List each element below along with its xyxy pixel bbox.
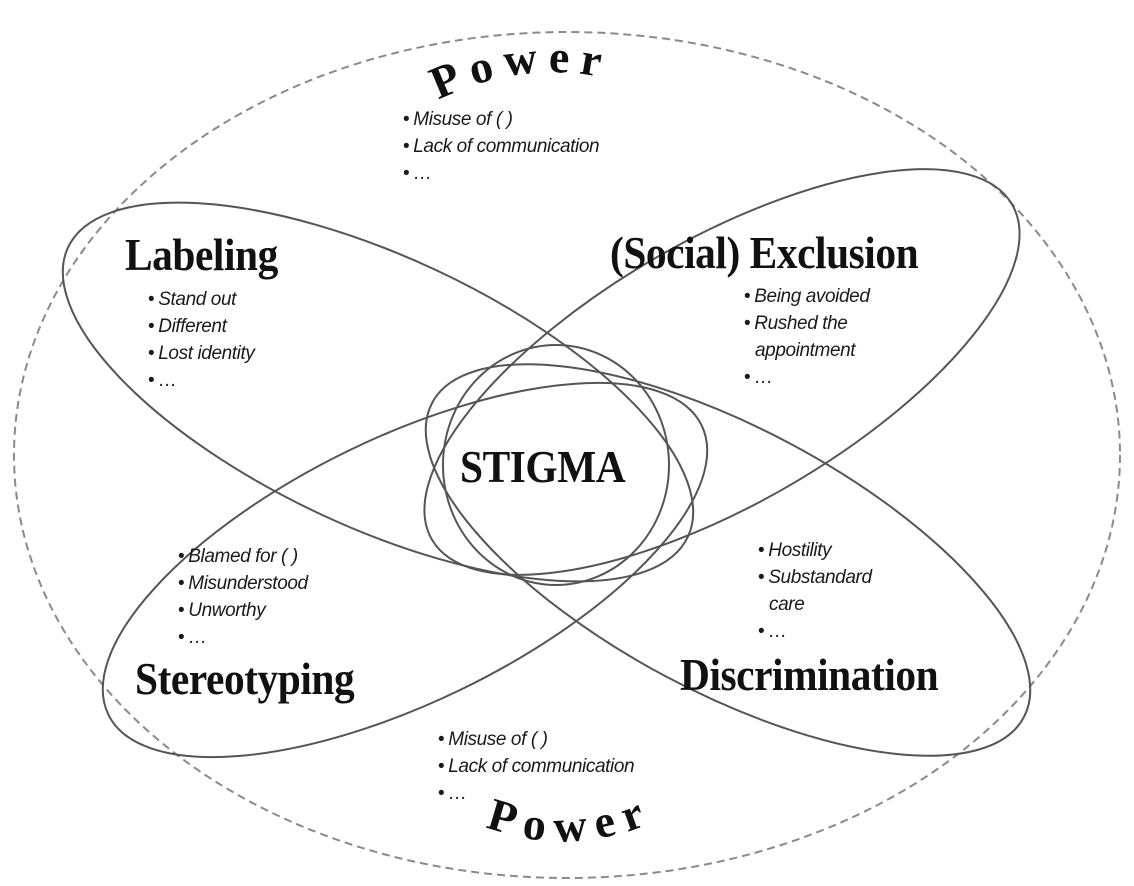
- list-item: Substandard: [758, 564, 872, 591]
- list-item: …: [178, 624, 308, 651]
- exclusion-title: (Social) Exclusion: [610, 227, 919, 278]
- list-item-continuation: care: [769, 594, 805, 615]
- list-item: Misuse of ( ): [403, 106, 599, 133]
- power-bottom-list: Misuse of ( ) Lack of communication …: [438, 726, 634, 807]
- list-item: Hostility: [758, 537, 872, 564]
- list-item: …: [403, 160, 599, 187]
- exclusion-list: Being avoided Rushed the appointment …: [744, 283, 870, 391]
- list-item: Lost identity: [148, 340, 255, 367]
- list-item: Stand out: [148, 286, 254, 313]
- list-item: Misunderstood: [178, 570, 308, 597]
- stereotyping-list: Blamed for ( ) Misunderstood Unworthy …: [178, 543, 308, 651]
- list-item: …: [148, 367, 254, 394]
- power-top-label: Power: [422, 31, 615, 109]
- list-item: Unworthy: [178, 597, 308, 624]
- list-item: …: [758, 618, 872, 645]
- stigma-center-circle: [442, 344, 670, 586]
- discrimination-title: Discrimination: [680, 649, 939, 700]
- list-item: Lack of communication: [438, 753, 634, 780]
- stereotyping-ellipse: [101, 381, 709, 759]
- list-item-continuation: appointment: [755, 340, 856, 361]
- power-outer-dashed-ellipse: [13, 31, 1121, 879]
- discrimination-ellipse: [424, 363, 1032, 757]
- list-item: Different: [148, 313, 254, 340]
- labeling-title: Labeling: [125, 229, 278, 280]
- list-item: Rushed the: [744, 310, 870, 337]
- list-item: Blamed for ( ): [178, 543, 308, 570]
- stigma-label: STIGMA: [460, 441, 626, 492]
- labeling-ellipse: [61, 201, 695, 583]
- exclusion-ellipse: [423, 168, 1021, 576]
- list-item: …: [438, 780, 634, 807]
- list-item: Lack of communication: [403, 133, 599, 160]
- power-top-list: Misuse of ( ) Lack of communication …: [403, 106, 599, 187]
- list-item: Misuse of ( ): [438, 726, 634, 753]
- list-item: …: [744, 364, 870, 391]
- list-item: Being avoided: [744, 283, 870, 310]
- discrimination-list: Hostility Substandard care …: [758, 537, 872, 645]
- labeling-list: Stand out Different Lost identity …: [148, 286, 255, 394]
- stereotyping-title: Stereotyping: [135, 653, 355, 704]
